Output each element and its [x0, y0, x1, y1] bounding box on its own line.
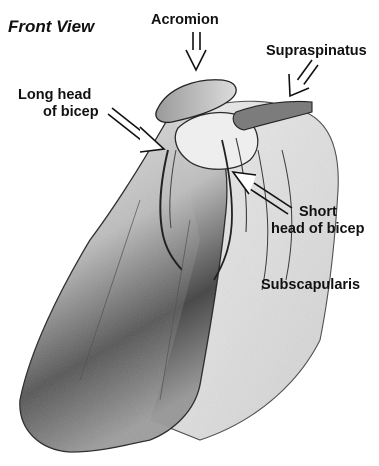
label-long-head-line2: of bicep	[43, 104, 99, 120]
supraspinatus-arrow	[289, 60, 318, 96]
acromion-arrow	[186, 32, 206, 70]
diagram-title: Front View	[8, 17, 96, 36]
label-subscapularis: Subscapularis	[261, 277, 360, 293]
label-short-head-line2: head of bicep	[271, 221, 365, 237]
label-acromion: Acromion	[151, 12, 219, 28]
label-long-head-line1: Long head	[18, 87, 91, 103]
label-supraspinatus: Supraspinatus	[266, 43, 367, 59]
label-short-head-line1: Short	[299, 204, 337, 220]
